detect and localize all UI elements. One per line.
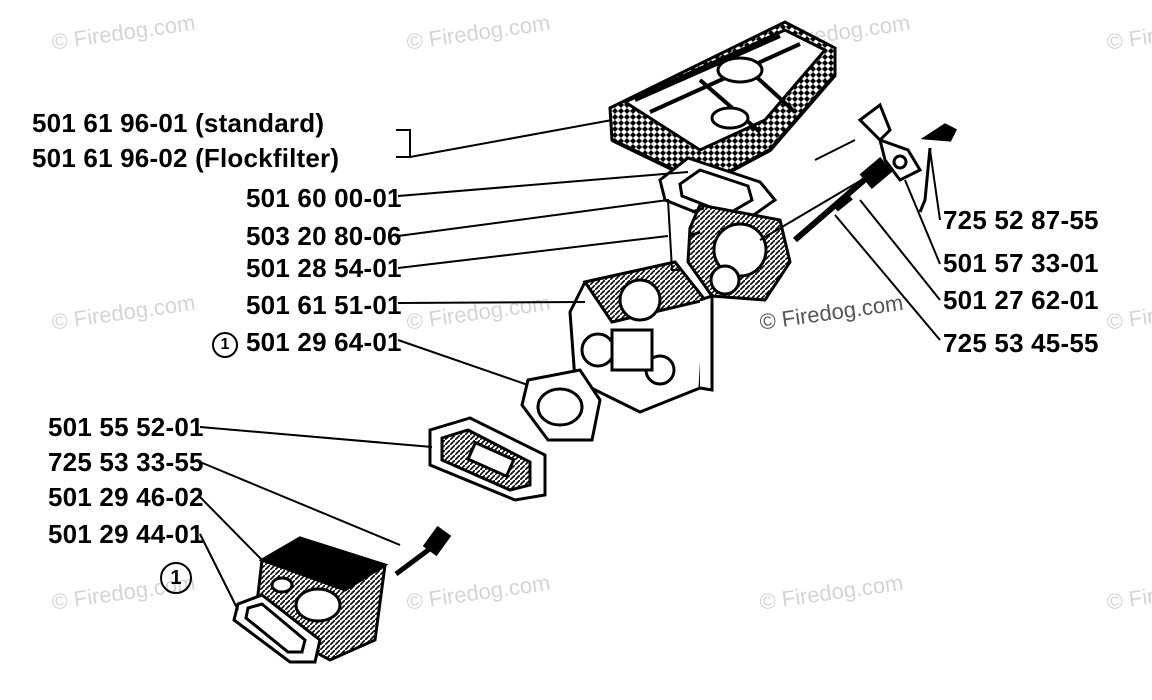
part-label: 503 20 80-06 xyxy=(246,221,402,251)
part-label: 501 28 54-01 xyxy=(246,253,402,283)
air-filter-part xyxy=(608,20,837,188)
throttle-lever-part xyxy=(857,102,958,213)
part-label: 501 27 62-01 xyxy=(943,285,1099,315)
footnote-marker-badge: 1 xyxy=(212,332,238,358)
part-label: 501 61 51-01 xyxy=(246,290,402,320)
part-label: 501 61 96-02 (Flockfilter) xyxy=(32,143,340,173)
part-label: 501 55 52-01 xyxy=(48,412,204,442)
part-label: 501 29 64-01 xyxy=(246,327,402,357)
part-label: 501 60 00-01 xyxy=(246,183,402,213)
part-label: 725 52 87-55 xyxy=(943,205,1099,235)
adapter-housing-part xyxy=(686,203,792,302)
leader-lines xyxy=(199,119,941,611)
part-label: 725 53 45-55 xyxy=(943,328,1099,358)
carburetor-gasket-part xyxy=(520,368,602,442)
footnote-marker: 1 xyxy=(160,560,192,594)
footnote-marker-badge: 1 xyxy=(160,562,192,594)
part-label: 725 53 33-55 xyxy=(48,447,204,477)
part-label: 501 29 46-02 xyxy=(48,482,204,512)
link-rod-part xyxy=(759,139,871,241)
screw-part xyxy=(394,525,452,577)
part-label: 501 61 96-01 (standard) xyxy=(32,108,325,138)
adjust-screw-part xyxy=(793,157,893,243)
base-gasket-part xyxy=(232,593,322,664)
part-label: 501 57 33-01 xyxy=(943,248,1099,278)
carburetor-part xyxy=(568,260,714,414)
part-label: 501 29 44-01 xyxy=(48,519,204,549)
footnote-marker: 1 xyxy=(212,327,238,358)
intake-flange-part xyxy=(428,416,547,502)
